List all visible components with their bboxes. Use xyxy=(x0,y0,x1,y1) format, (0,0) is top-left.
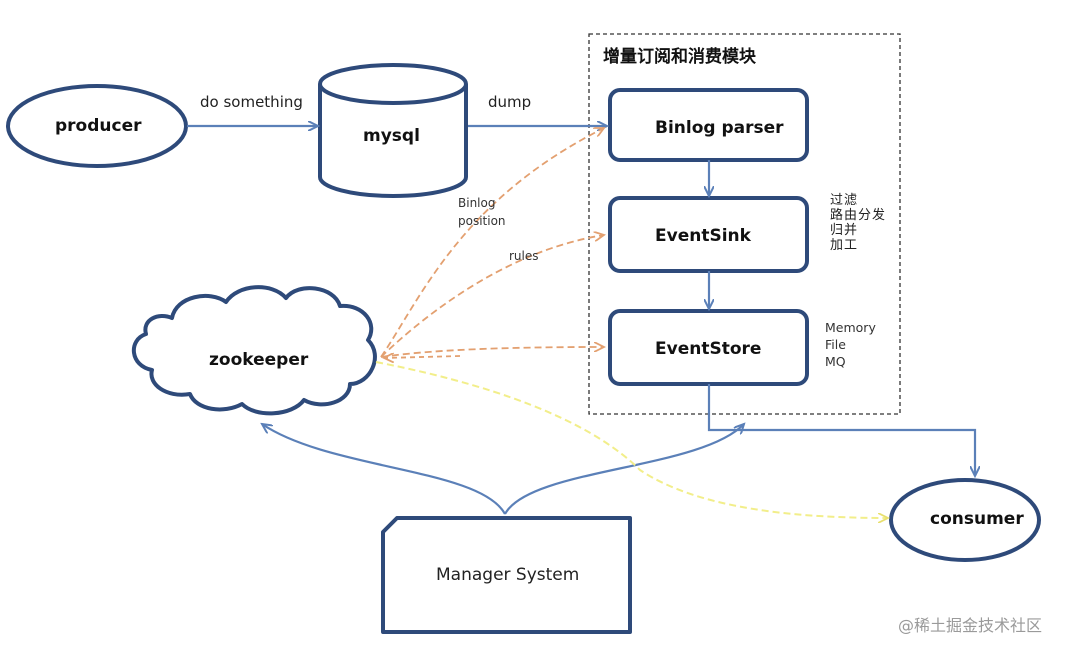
sink-annotations: 过滤 路由分发 归并 加工 xyxy=(830,193,887,253)
arrow-rules xyxy=(380,235,604,358)
module-container xyxy=(588,33,901,415)
manager-system-label: Manager System xyxy=(436,565,580,585)
arrow-zookeeper-consumer xyxy=(375,361,888,518)
manager-system-box xyxy=(381,516,632,634)
producer-node xyxy=(6,84,188,168)
producer-label: producer xyxy=(55,116,142,136)
store-annotations: Memory File MQ xyxy=(825,320,876,369)
event-sink-label: EventSink xyxy=(655,226,751,246)
mysql-node xyxy=(318,63,468,198)
do-something-label: do something xyxy=(200,93,303,111)
dump-label: dump xyxy=(488,93,532,111)
arrow-binlog-position xyxy=(380,128,604,358)
module-title: 增量订阅和消费模块 xyxy=(603,47,756,67)
zookeeper-label: zookeeper xyxy=(209,350,309,370)
arrow-manager-store xyxy=(504,424,744,515)
rules-label: rules xyxy=(509,249,539,263)
arrow-store-consumer xyxy=(707,384,975,476)
arrow-zookeeper-store xyxy=(380,347,604,358)
zookeeper-cloud xyxy=(131,285,377,416)
event-store-label: EventStore xyxy=(655,339,762,359)
arrow-manager-zookeeper xyxy=(262,424,506,515)
binlog-parser-label: Binlog parser xyxy=(655,118,784,138)
consumer-node xyxy=(889,478,1041,562)
arrow-back-to-zookeeper xyxy=(384,356,461,358)
consumer-label: consumer xyxy=(930,509,1024,529)
binlog-position-label: Binlog position xyxy=(458,196,506,228)
mysql-label: mysql xyxy=(363,126,420,146)
watermark: @稀土掘金技术社区 xyxy=(898,616,1043,635)
